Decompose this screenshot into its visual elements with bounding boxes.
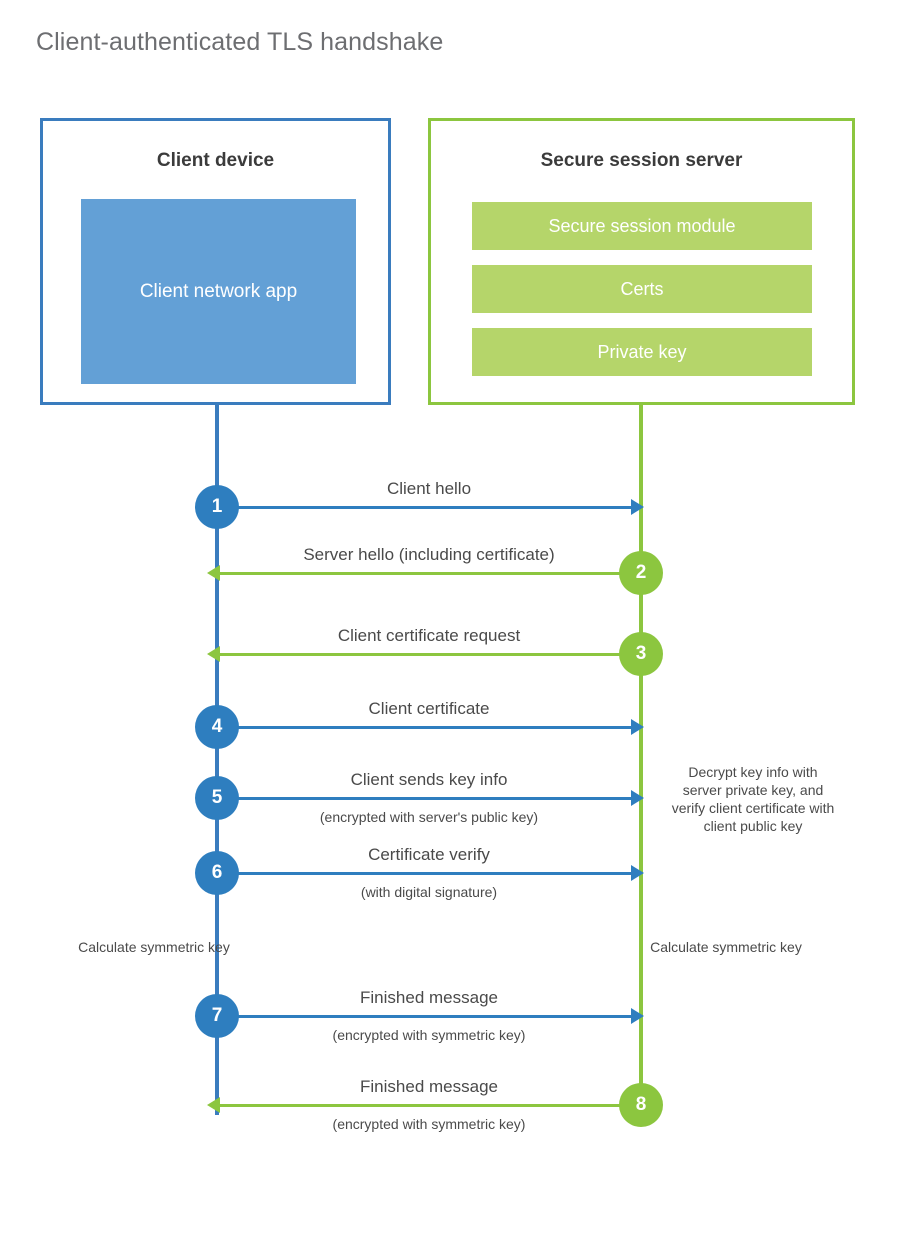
- note-client-calculate-symmetric-key: Calculate symmetric key: [78, 939, 230, 955]
- note-server-decrypt: Decrypt key info with server private key…: [671, 764, 835, 834]
- client-network-app-block: Client network app: [81, 199, 356, 384]
- client-device-box: Client device Client network app: [40, 118, 391, 405]
- arrow-head-3: [207, 646, 220, 662]
- arrow-head-7: [631, 1008, 644, 1024]
- arrow-head-5: [631, 790, 644, 806]
- server-component-private-key: Private key: [472, 328, 812, 376]
- page-title: Client-authenticated TLS handshake: [36, 28, 444, 56]
- arrow-head-4: [631, 719, 644, 735]
- step-circle-4[interactable]: 4: [195, 705, 239, 749]
- arrow-shaft-8: [220, 1104, 641, 1107]
- arrow-shaft-3: [220, 653, 641, 656]
- message-sublabel-6: (with digital signature): [360, 884, 498, 900]
- step-circle-7[interactable]: 7: [195, 994, 239, 1038]
- message-label-2: Server hello (including certificate): [303, 545, 555, 564]
- step-circle-1[interactable]: 1: [195, 485, 239, 529]
- client-device-title: Client device: [156, 150, 275, 171]
- message-sublabel-8: (encrypted with symmetric key): [332, 1116, 526, 1132]
- message-label-8: Finished message: [360, 1077, 498, 1096]
- arrow-shaft-6: [217, 872, 631, 875]
- arrow-shaft-2: [220, 572, 641, 575]
- arrow-shaft-7: [217, 1015, 631, 1018]
- server-component-certs: Certs: [472, 265, 812, 313]
- step-circle-5[interactable]: 5: [195, 776, 239, 820]
- secure-session-server-box: Secure session server Secure session mod…: [428, 118, 855, 405]
- step-circle-2[interactable]: 2: [619, 551, 663, 595]
- message-label-4: Client certificate: [368, 699, 490, 718]
- server-lifeline: [639, 405, 643, 1105]
- message-label-1: Client hello: [386, 479, 472, 498]
- step-circle-6[interactable]: 6: [195, 851, 239, 895]
- note-server-calculate-symmetric-key: Calculate symmetric key: [650, 939, 802, 955]
- arrow-shaft-5: [217, 797, 631, 800]
- message-sublabel-5: (encrypted with server's public key): [319, 809, 539, 825]
- secure-session-server-title: Secure session server: [540, 150, 743, 171]
- arrow-shaft-4: [217, 726, 631, 729]
- arrow-shaft-1: [217, 506, 631, 509]
- message-sublabel-7: (encrypted with symmetric key): [332, 1027, 526, 1043]
- arrow-head-6: [631, 865, 644, 881]
- message-label-3: Client certificate request: [337, 626, 521, 645]
- message-label-7: Finished message: [360, 988, 498, 1007]
- step-circle-8[interactable]: 8: [619, 1083, 663, 1127]
- step-circle-3[interactable]: 3: [619, 632, 663, 676]
- arrow-head-1: [631, 499, 644, 515]
- client-lifeline: [215, 405, 219, 1115]
- message-label-6: Certificate verify: [368, 845, 490, 864]
- server-component-secure-session-module: Secure session module: [472, 202, 812, 250]
- message-label-5: Client sends key info: [350, 770, 508, 789]
- arrow-head-2: [207, 565, 220, 581]
- arrow-head-8: [207, 1097, 220, 1113]
